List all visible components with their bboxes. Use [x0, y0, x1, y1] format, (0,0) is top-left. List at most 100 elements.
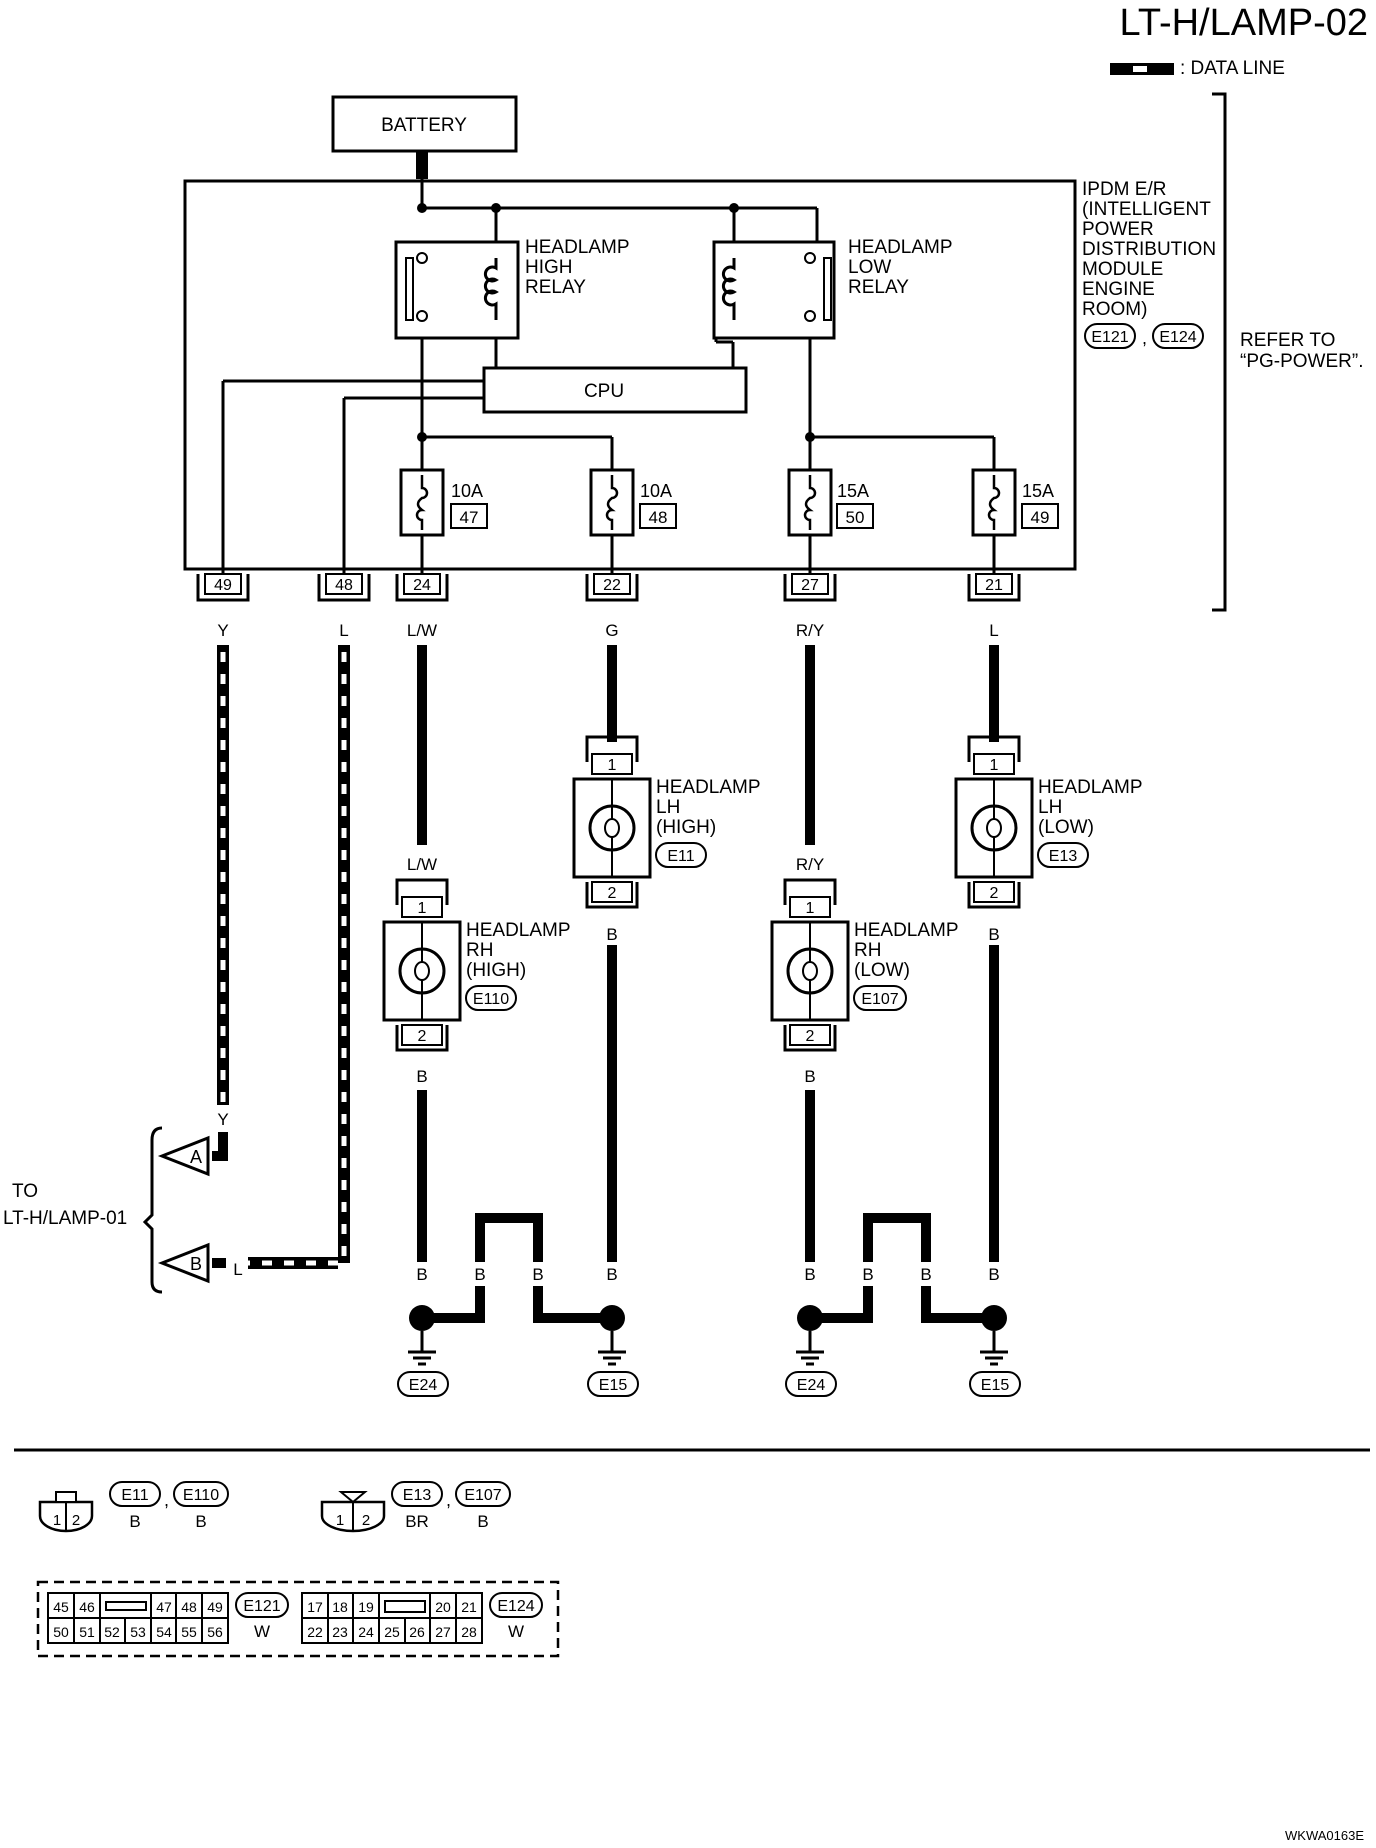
relay-label-line: RELAY	[848, 277, 909, 298]
figure-code: WKWA0163E	[1285, 1828, 1364, 1843]
connector-oval	[1152, 323, 1204, 349]
to-ref-label-line: LT-H/LAMP-01	[3, 1208, 127, 1229]
terminal-number: 22	[603, 577, 621, 594]
connector-label: E11	[667, 848, 694, 865]
ground-wire-color: B	[804, 1265, 815, 1284]
lamp-label: HEADLAMP RH (LOW)	[854, 920, 963, 981]
pin-number: 49	[207, 1599, 223, 1615]
connector-label: E121	[1091, 329, 1128, 346]
lamp-pin-label: 1	[806, 900, 815, 917]
e121-connector-face	[47, 1592, 229, 1644]
ipdm-terminal	[585, 573, 639, 602]
lamp-label-line: (HIGH)	[656, 817, 716, 838]
ground-oval	[397, 1371, 449, 1397]
lamp-color-out-label: B	[606, 925, 617, 944]
headlamp-rh-high	[382, 878, 462, 1052]
wire-color-label: L	[339, 621, 348, 640]
fuse-amp-label: 15A	[837, 481, 869, 501]
battery-feed-wire	[416, 151, 428, 179]
headlamp-low-relay	[712, 240, 836, 340]
lamp-color-in-label: R/Y	[796, 855, 824, 874]
lamp-color-out-label: B	[416, 1067, 427, 1086]
terminal-number: 24	[413, 577, 431, 594]
fuse-number-label: 48	[649, 508, 668, 527]
cpu-box	[482, 366, 748, 414]
fuse	[399, 468, 445, 537]
ground-label: E15	[599, 1377, 628, 1394]
cpu-label: CPU	[584, 381, 624, 402]
junction-dot	[729, 203, 739, 213]
pin-number: 21	[461, 1599, 477, 1615]
data-line-l	[248, 645, 350, 1269]
wire-color-label: Y	[217, 1110, 228, 1129]
fuse-number-box	[450, 503, 488, 529]
ipdm-terminal	[317, 573, 371, 602]
ipdm-label-line: ROOM)	[1082, 299, 1147, 320]
junction-dots	[417, 203, 815, 442]
connector-color: W	[254, 1622, 270, 1641]
pin-number: 53	[130, 1624, 146, 1640]
connector-oval	[391, 1481, 443, 1507]
refer-label-line: REFER TO	[1240, 330, 1335, 351]
connector-oval	[235, 1592, 289, 1618]
wire-color-label: L	[989, 621, 998, 640]
battery-box	[331, 95, 518, 153]
fuse-amp-label: 15A	[1022, 481, 1054, 501]
pin-number: 46	[79, 1599, 95, 1615]
battery-label: BATTERY	[381, 115, 467, 136]
lamp-label-line: (HIGH)	[466, 960, 526, 981]
connector-face-2pin	[320, 1491, 386, 1533]
pin-number: 45	[53, 1599, 69, 1615]
ipdm-box	[183, 179, 1077, 571]
connector-color: W	[508, 1622, 524, 1641]
fuse-number-box	[1021, 503, 1059, 529]
jumper-wire-color: B	[862, 1265, 873, 1284]
to-ref-label: TO LT-H/LAMP-01	[3, 1181, 127, 1229]
lamp-pin-label: 1	[418, 900, 427, 917]
ipdm-label-line: MODULE	[1082, 259, 1163, 280]
connector-oval	[1037, 842, 1089, 868]
connector-label: E11	[121, 1487, 148, 1504]
ipdm-label-line: ENGINE	[1082, 279, 1155, 300]
data-line-legend-label: : DATA LINE	[1180, 58, 1285, 79]
connector-label: E110	[473, 991, 509, 1008]
ipdm-label: IPDM E/R (INTELLIGENT POWER DISTRIBUTION…	[1082, 179, 1221, 320]
connector-pin-label: 2	[72, 1512, 80, 1529]
ipdm-terminal	[395, 573, 449, 602]
ground-symbol	[796, 1305, 824, 1366]
headlamp-rh-low	[770, 878, 850, 1052]
connector-label: E13	[403, 1487, 432, 1504]
connector-pin-label: 1	[336, 1512, 344, 1529]
fuse-amp-label: 10A	[640, 481, 672, 501]
connector-b-arrow	[157, 1242, 210, 1284]
lamp-pin-label: 1	[990, 757, 999, 774]
pin-number: 54	[156, 1624, 172, 1640]
connector-separator: ,	[446, 1490, 451, 1510]
fuse-amp-label: 10A	[451, 481, 483, 501]
ground-symbol	[980, 1305, 1008, 1366]
pin-number: 55	[181, 1624, 197, 1640]
to-ref-brace	[142, 1126, 163, 1294]
ground-oval	[587, 1371, 639, 1397]
connector-color: B	[129, 1512, 140, 1531]
pin-number: 26	[409, 1624, 425, 1640]
terminal-number: 27	[801, 577, 819, 594]
ground-oval	[785, 1371, 837, 1397]
lamp-label-line: LH	[1038, 797, 1062, 818]
relay-label-line: HIGH	[525, 257, 573, 278]
wire-color-label: G	[605, 621, 618, 640]
connector-oval	[109, 1481, 161, 1507]
lamp-label-line: HEADLAMP	[656, 777, 760, 798]
connector-separator: ,	[1142, 328, 1147, 348]
jumper-wire-color: B	[920, 1265, 931, 1284]
wire-color-label: R/Y	[796, 621, 824, 640]
connector-oval	[465, 985, 517, 1011]
ground-symbol	[598, 1305, 626, 1366]
connector-separator: ,	[164, 1490, 169, 1510]
ipdm-label-line: DISTRIBUTION	[1082, 239, 1216, 260]
connector-label: E110	[183, 1487, 219, 1504]
pin-number: 23	[332, 1624, 348, 1640]
refer-label-line: “PG-POWER”.	[1240, 351, 1364, 372]
junction-dot	[417, 432, 427, 442]
